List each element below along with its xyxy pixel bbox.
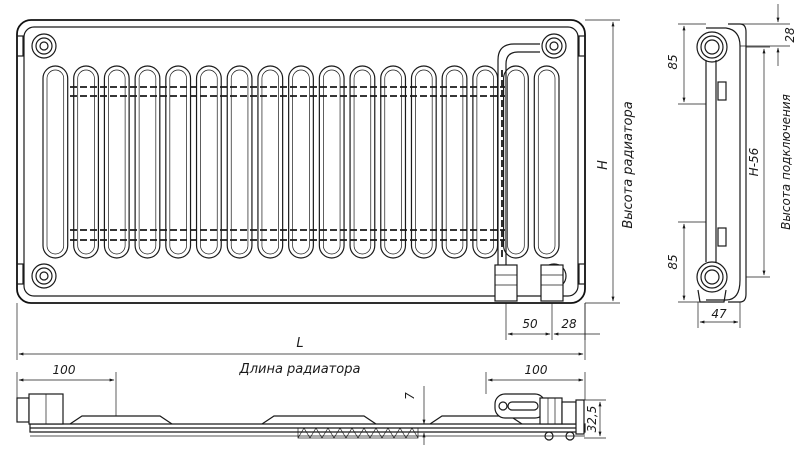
fin-outer (410, 65, 437, 259)
front-view: H Высота радиатора L Длина радиатора 50 … (16, 19, 636, 377)
fin-inner (108, 69, 126, 255)
dim-side-depth-47: 47 (697, 302, 741, 328)
fin-inner (77, 69, 95, 255)
dim-bottom-right-100-label: 100 (525, 363, 548, 377)
dim-height-label: H (596, 160, 611, 170)
bottom-connection-nipples (494, 264, 564, 302)
fin-inner (445, 69, 464, 255)
inner-vertical-pipe (497, 43, 540, 265)
plug-top-right-icon (541, 33, 567, 59)
fin-outer (349, 65, 376, 259)
panel-outline (16, 19, 586, 304)
fin-outer (257, 65, 284, 259)
fin-outer (165, 65, 192, 259)
dim-height: H Высота радиатора (585, 19, 636, 304)
upper-collector (70, 86, 505, 97)
dim-side-bottom-85: 85 (666, 221, 706, 303)
fin-outer (441, 65, 468, 259)
fin-inner (384, 69, 402, 255)
fin-inner (138, 69, 157, 255)
fin-inner (507, 69, 525, 255)
dim-bottom-left-100-label: 100 (53, 363, 76, 377)
plug-bottom-left-icon (31, 263, 57, 289)
fin-outer (318, 65, 345, 259)
side-brackets (16, 35, 586, 285)
dim-bottom-right-100: 100 (485, 363, 586, 400)
side-top-pipe-icon (696, 31, 728, 63)
fin-outer (103, 65, 130, 259)
fin-outer (380, 65, 407, 259)
lower-collector (70, 229, 505, 241)
dim-connection-height: H-56 Высота подключения (746, 46, 793, 278)
fin-outer (134, 65, 161, 259)
fin-inner (261, 69, 279, 255)
side-bottom-pipe-icon (696, 261, 728, 303)
fin-inner (169, 69, 187, 255)
fin-inner (353, 69, 372, 255)
fin-inner (415, 69, 433, 255)
dim-bottom-32-5: 32,5 (584, 399, 606, 439)
dim-side-depth-47-label: 47 (711, 307, 727, 321)
dim-length: L Длина радиатора (16, 303, 586, 377)
dim-offset-28: 28 (561, 317, 577, 331)
fin-outer (226, 65, 253, 259)
bottom-left-fitting (16, 393, 64, 425)
dim-side-bottom-85-label: 85 (666, 254, 680, 269)
bottom-right-valve-icon (494, 393, 585, 441)
dim-bottom-7: 7 (403, 386, 426, 445)
panel-inner-outline (23, 26, 579, 297)
caption-length: Длина радиатора (239, 362, 361, 377)
dim-bottom-7-label: 7 (403, 392, 417, 400)
fin-outer (73, 65, 100, 259)
dim-side-top-85-label: 85 (666, 54, 680, 69)
fin-outer (502, 65, 529, 259)
side-view: 28 85 85 H-56 Высота подключения (666, 4, 797, 328)
fin-inner (46, 69, 65, 255)
fin-inner (476, 69, 494, 255)
fin-outer (533, 65, 560, 259)
dim-connection-height-label: H-56 (747, 147, 761, 176)
bottom-view: 100 100 7 32,5 (16, 363, 606, 445)
fin-inner (230, 69, 249, 255)
dim-bottom-32-5-label: 32,5 (585, 406, 599, 433)
plug-top-left-icon (31, 33, 57, 59)
hatch-zigzag (297, 427, 419, 439)
dim-bottom-left-100: 100 (16, 363, 117, 416)
fin-outer (288, 65, 314, 259)
dim-offset-50: 50 (522, 317, 538, 331)
fin-inner (323, 69, 341, 255)
dim-length-label: L (296, 336, 303, 351)
dim-connection-offsets: 50 28 (505, 303, 600, 340)
fin-inner (292, 69, 310, 255)
dim-side-top-28-label: 28 (783, 27, 797, 43)
caption-height: Высота радиатора (621, 101, 636, 228)
bottom-hatch-band (297, 427, 419, 439)
caption-connection-height: Высота подключения (779, 94, 793, 230)
fin-outer (195, 65, 222, 259)
dim-side-top-85: 85 (666, 23, 706, 105)
fin-inner (200, 69, 218, 255)
fin-inner (537, 69, 556, 255)
dim-side-top-28: 28 (740, 4, 797, 66)
fin-outer (42, 65, 69, 259)
